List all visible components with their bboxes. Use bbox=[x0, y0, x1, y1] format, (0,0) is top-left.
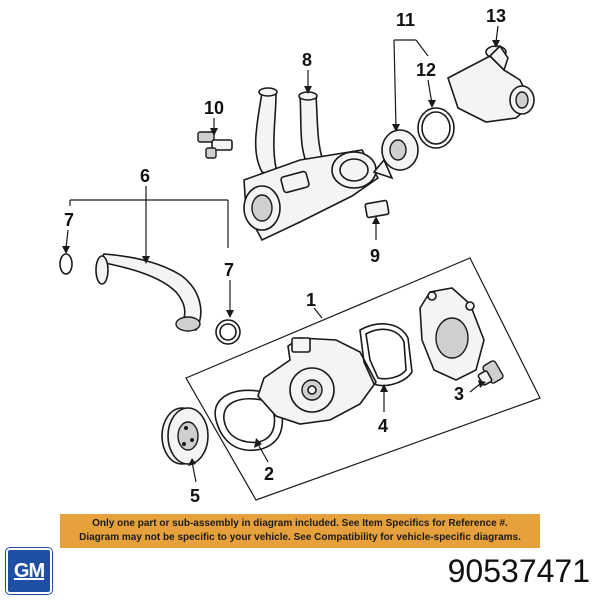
notice-line-2: Diagram may not be specific to your vehi… bbox=[79, 532, 521, 543]
pump-gasket-part bbox=[214, 389, 284, 451]
o-ring-right-part bbox=[215, 319, 241, 345]
part-number: 90537471 bbox=[447, 553, 590, 589]
sensor-part bbox=[197, 131, 233, 159]
thermostat-part bbox=[372, 129, 419, 180]
housing-gasket-part bbox=[359, 323, 413, 387]
callout-5: 5 bbox=[190, 486, 200, 506]
callout-7-right: 7 bbox=[224, 260, 234, 280]
callout-7-left: 7 bbox=[64, 210, 74, 230]
callout-12: 12 bbox=[416, 60, 436, 80]
gm-logo-text: GM bbox=[13, 559, 45, 582]
pump-gasket-inner bbox=[223, 398, 276, 444]
o-ring-part bbox=[417, 107, 455, 149]
callout-10: 10 bbox=[204, 98, 224, 118]
water-outlet-part bbox=[447, 44, 535, 123]
pulley-part bbox=[161, 407, 209, 465]
housing-gasket-inner bbox=[365, 328, 407, 380]
callout-2: 2 bbox=[264, 464, 274, 484]
coolant-pipe-part bbox=[95, 253, 202, 332]
o-ring-inner bbox=[421, 111, 451, 145]
gm-logo: GM bbox=[6, 548, 52, 594]
water-pump-part bbox=[257, 337, 377, 425]
callout-4: 4 bbox=[378, 416, 388, 436]
o-ring-left-part bbox=[59, 253, 73, 275]
pulley-hole bbox=[184, 426, 188, 430]
callout-6: 6 bbox=[140, 166, 150, 186]
assembly-frame bbox=[185, 257, 541, 501]
callout-13: 13 bbox=[486, 6, 506, 26]
callout-9: 9 bbox=[370, 246, 380, 266]
pump-housing-cover-part bbox=[419, 287, 485, 381]
callout-1: 1 bbox=[306, 290, 316, 310]
o-ring-right-inner bbox=[219, 323, 237, 341]
notice-line-1: Only one part or sub-assembly in diagram… bbox=[92, 518, 508, 529]
notice-banner: Only one part or sub-assembly in diagram… bbox=[60, 514, 540, 548]
leader-lines bbox=[62, 25, 500, 483]
pulley-hole bbox=[190, 438, 194, 442]
gasket-part bbox=[364, 199, 390, 219]
callout-8: 8 bbox=[302, 50, 312, 70]
callout-11: 11 bbox=[396, 10, 415, 30]
thermostat-housing-part bbox=[243, 87, 380, 242]
pulley-hole bbox=[182, 442, 186, 446]
callout-3: 3 bbox=[454, 384, 464, 404]
